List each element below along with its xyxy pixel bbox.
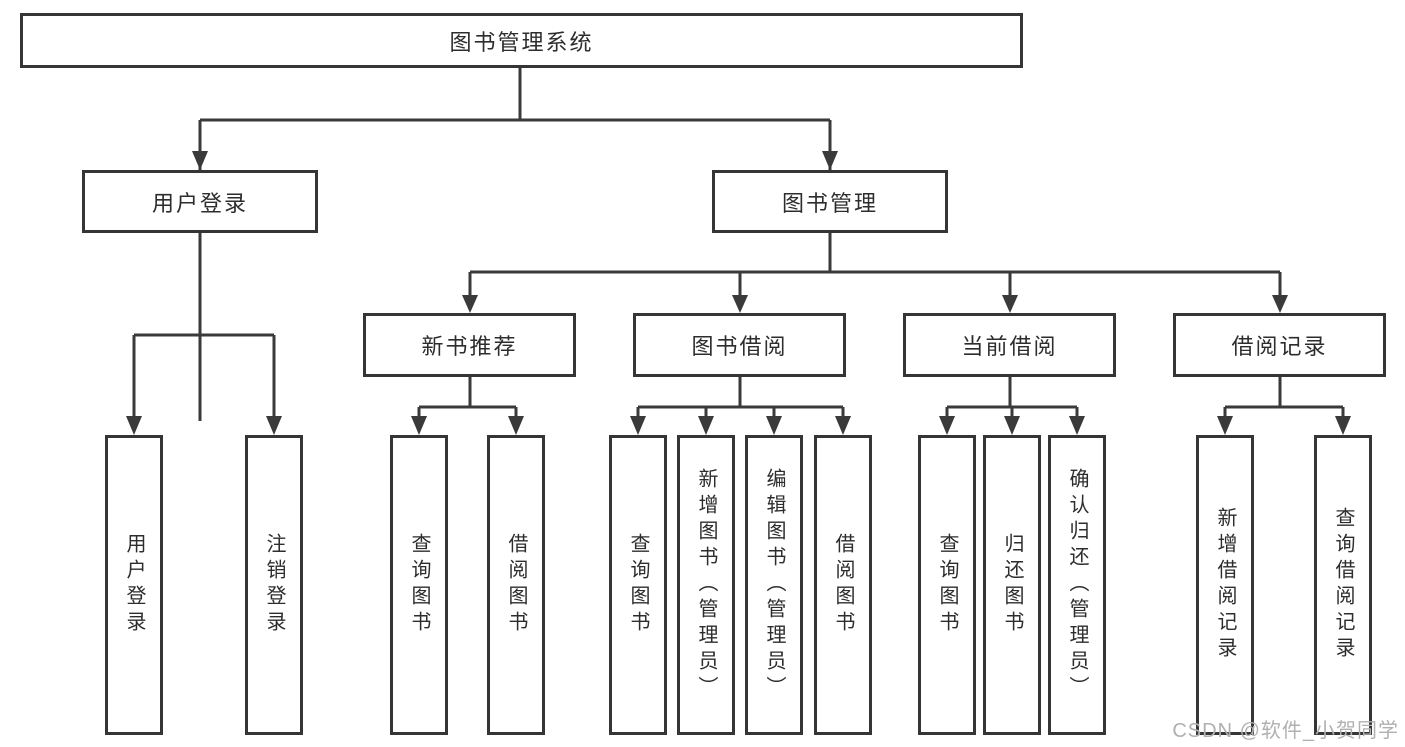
node-user-login: 用户登录: [82, 170, 318, 233]
leaf-borrow-books-2: 借阅图书: [814, 435, 872, 735]
leaf-query-books-3: 查询图书: [918, 435, 976, 735]
leaf-query-borrow-record: 查询借阅记录: [1314, 435, 1372, 735]
node-new-book-recommend: 新书推荐: [363, 313, 576, 377]
node-root-library-system: 图书管理系统: [20, 13, 1023, 68]
leaf-confirm-return-admin: 确认归还（管理员）: [1048, 435, 1106, 735]
leaf-edit-books-admin: 编辑图书（管理员）: [745, 435, 803, 735]
leaf-query-books-1: 查询图书: [390, 435, 448, 735]
arrowheads: [126, 151, 1351, 435]
connector-userlogin-to-leaves: [132, 233, 276, 421]
leaf-user-login: 用户登录: [105, 435, 163, 735]
leaf-logout: 注销登录: [245, 435, 303, 735]
leaf-add-books-admin: 新增图书（管理员）: [677, 435, 735, 735]
leaf-borrow-books-1: 借阅图书: [487, 435, 545, 735]
leaf-return-books: 归还图书: [983, 435, 1041, 735]
connector-records-to-leaves: [1223, 377, 1345, 421]
connector-bookmgmt-to-level3: [468, 233, 1282, 299]
connector-bookborrow-to-leaves: [636, 377, 845, 421]
node-current-borrowing: 当前借阅: [903, 313, 1116, 377]
leaf-query-books-2: 查询图书: [609, 435, 667, 735]
node-book-management: 图书管理: [712, 170, 948, 233]
connector-currentborrow-to-leaves: [945, 377, 1079, 421]
connector-root-to-level2: [198, 68, 832, 421]
leaf-add-borrow-record: 新增借阅记录: [1196, 435, 1254, 735]
csdn-watermark: CSDN @软件_小贺同学: [1172, 720, 1399, 742]
node-borrowing-records: 借阅记录: [1173, 313, 1386, 377]
node-book-borrowing: 图书借阅: [633, 313, 846, 377]
connector-newbooks-to-leaves: [417, 377, 518, 421]
